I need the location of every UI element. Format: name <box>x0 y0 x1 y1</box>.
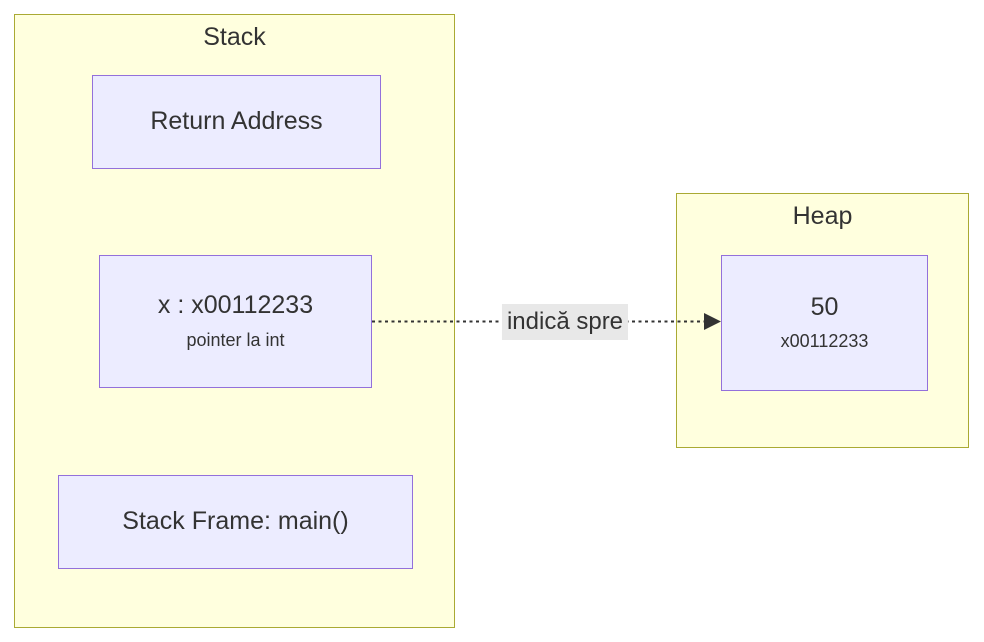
pointer-label: x : x00112233 <box>157 291 314 320</box>
return-address-label: Return Address <box>150 107 323 136</box>
node-return-address: Return Address <box>92 75 381 169</box>
heap-value-sublabel: x00112233 <box>780 331 869 352</box>
stack-cluster: Stack Return Address x : x00112233 point… <box>14 14 455 628</box>
pointer-sublabel: pointer la int <box>186 329 285 350</box>
node-heap-value: 50 x00112233 <box>721 255 928 391</box>
edge-label: indică spre <box>501 304 629 340</box>
heap-value-label: 50 <box>810 292 839 321</box>
node-pointer: x : x00112233 pointer la int <box>99 255 372 388</box>
heap-cluster-title: Heap <box>792 202 853 230</box>
stack-frame-label: Stack Frame: main() <box>122 507 349 536</box>
heap-cluster: Heap 50 x00112233 <box>676 193 969 448</box>
stack-cluster-title: Stack <box>203 23 266 51</box>
node-stack-frame: Stack Frame: main() <box>58 475 413 569</box>
